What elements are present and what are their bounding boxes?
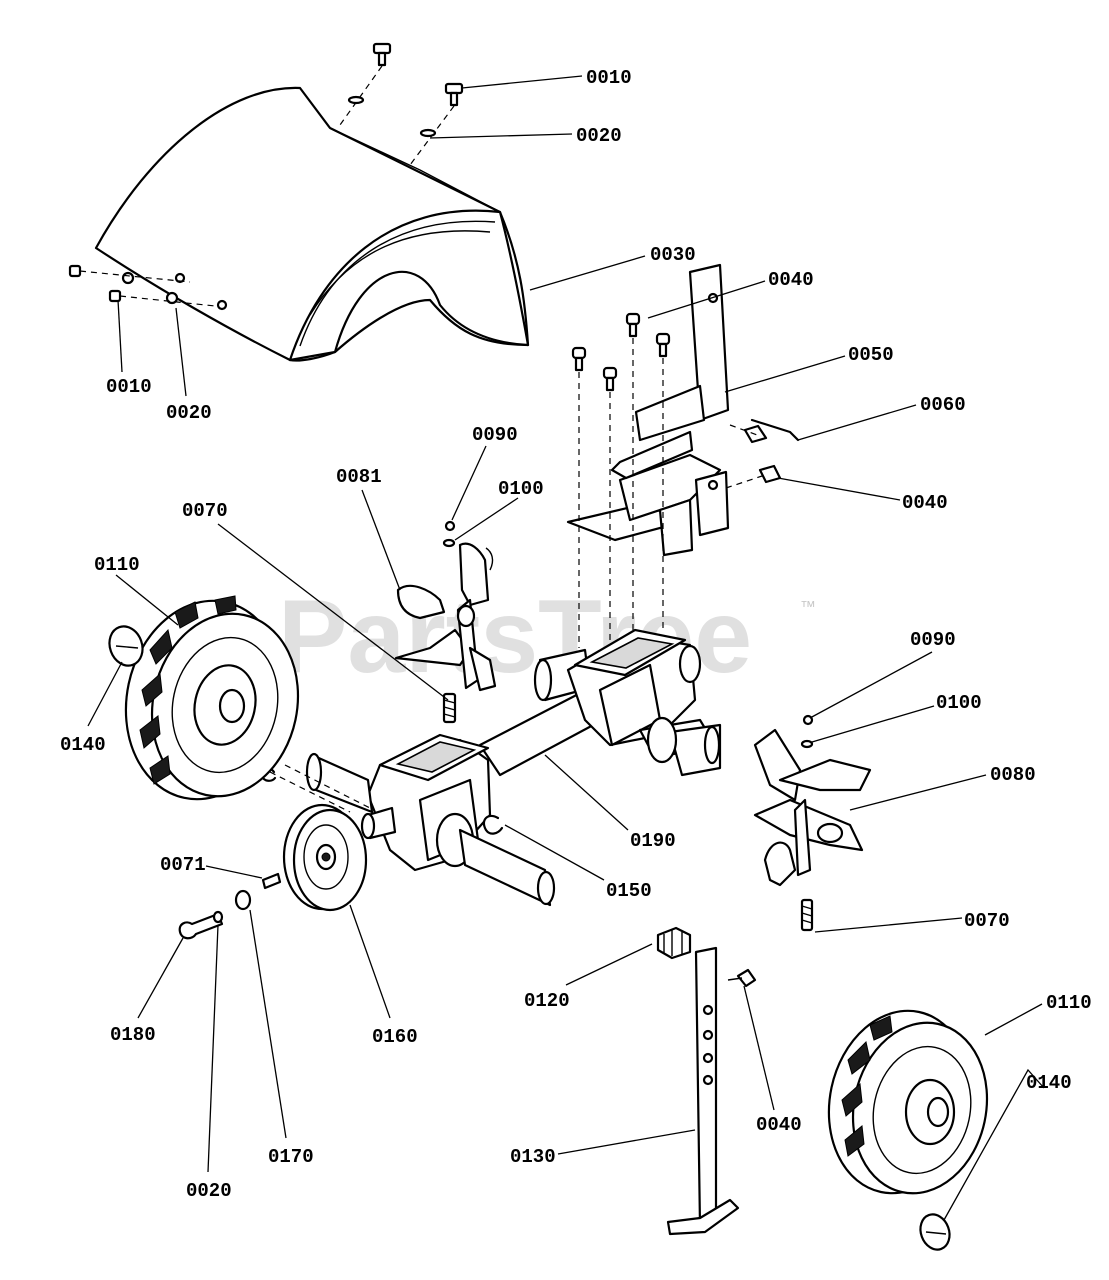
callout-0140-right: 0140 [1026, 1072, 1072, 1094]
callout-0020-left: 0020 [166, 402, 212, 424]
callout-0071: 0071 [160, 854, 206, 876]
wheel-right [827, 1009, 989, 1195]
tine-assembly-left [394, 542, 497, 692]
callout-0020-top: 0020 [576, 125, 622, 147]
pulley [282, 803, 368, 912]
watermark-trademark: ™ [800, 599, 816, 616]
depth-bar-knob [656, 926, 757, 988]
callout-0180: 0180 [110, 1024, 156, 1046]
callout-0020-bottom: 0020 [186, 1180, 232, 1202]
callout-0040-top: 0040 [768, 269, 814, 291]
hairpin-clip-left [108, 625, 144, 667]
tine-hardware-left [442, 520, 457, 724]
hitch-bracket [566, 263, 730, 557]
callout-0150: 0150 [606, 880, 652, 902]
gearbox-left [305, 733, 556, 907]
tine-shield [94, 86, 530, 362]
callout-0030: 0030 [650, 244, 696, 266]
callout-0010-top: 0010 [586, 67, 632, 89]
callout-0090-right: 0090 [910, 629, 956, 651]
callout-0060: 0060 [920, 394, 966, 416]
callout-0010-left: 0010 [106, 376, 152, 398]
callout-0070-top: 0070 [182, 500, 228, 522]
tine-hardware-right [800, 714, 814, 932]
shield-bolts-left [68, 264, 216, 307]
callout-labels: 0010 0020 0030 0040 0050 0060 0040 0010 … [60, 67, 1092, 1202]
callout-0100-top: 0100 [498, 478, 544, 500]
callout-0110-left: 0110 [94, 554, 140, 576]
depth-bar [666, 946, 740, 1236]
callout-0130: 0130 [510, 1146, 556, 1168]
callout-0040-right: 0040 [902, 492, 948, 514]
callout-0160: 0160 [372, 1026, 418, 1048]
bracket-bolts [571, 312, 800, 648]
wheel-left [124, 595, 300, 801]
callout-0120: 0120 [524, 990, 570, 1012]
callout-0040-bottom: 0040 [756, 1114, 802, 1136]
callout-0050: 0050 [848, 344, 894, 366]
tine-assembly-right [753, 728, 872, 887]
hairpin-clip-right [919, 1213, 951, 1251]
callout-0190: 0190 [630, 830, 676, 852]
callout-0081: 0081 [336, 466, 382, 488]
callout-0070-right: 0070 [964, 910, 1010, 932]
leader-lines [87, 75, 1045, 1221]
callout-0100-right: 0100 [936, 692, 982, 714]
callout-0170: 0170 [268, 1146, 314, 1168]
gearbox-right [566, 628, 722, 777]
pulley-hardware [178, 764, 504, 940]
callout-0080: 0080 [990, 764, 1036, 786]
callout-0090-top: 0090 [472, 424, 518, 446]
shield-bolts-top [339, 42, 464, 166]
callout-0110-right: 0110 [1046, 992, 1092, 1014]
callout-0140-left: 0140 [60, 734, 106, 756]
